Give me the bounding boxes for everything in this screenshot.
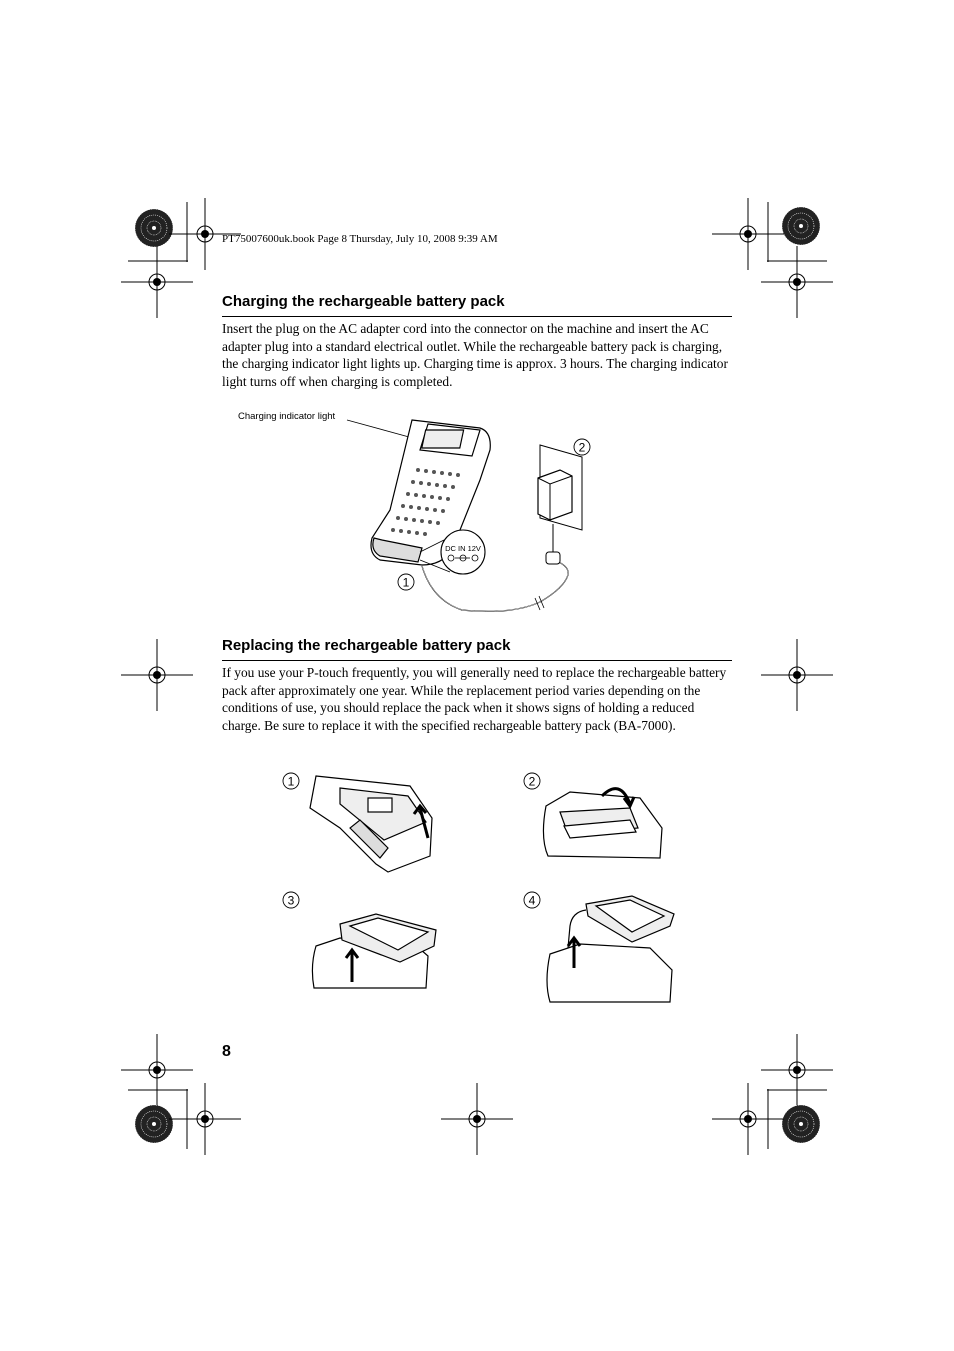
charging-indicator-callout: Charging indicator light	[238, 411, 336, 422]
step-number: 2	[529, 775, 536, 789]
step-number: 3	[288, 894, 295, 908]
step-number: 1	[288, 775, 295, 789]
dc-in-label: DC IN 12V	[445, 544, 481, 553]
file-info-header: PT75007600uk.book Page 8 Thursday, July …	[222, 233, 498, 245]
step-1-label: 1	[403, 576, 410, 590]
heading-rule	[222, 316, 732, 317]
charging-paragraph: Insert the plug on the AC adapter cord i…	[222, 321, 728, 389]
heading-charging: Charging the rechargeable battery pack	[222, 293, 505, 310]
heading-replacing: Replacing the rechargeable battery pack	[222, 637, 511, 654]
step-2-label: 2	[579, 441, 586, 455]
replace-step-1-illustration: 1	[282, 772, 433, 873]
replace-step-4-illustration: 4	[523, 891, 675, 1003]
replacing-paragraph: If you use your P-touch frequently, you …	[222, 665, 727, 733]
replace-step-3-illustration: 3	[282, 891, 437, 989]
page-number: 8	[222, 1043, 231, 1060]
heading-rule	[222, 660, 732, 661]
replace-step-2-illustration: 2	[523, 772, 663, 859]
step-number: 4	[529, 894, 536, 908]
charging-illustration: DC IN 12V 1 2	[346, 419, 591, 612]
